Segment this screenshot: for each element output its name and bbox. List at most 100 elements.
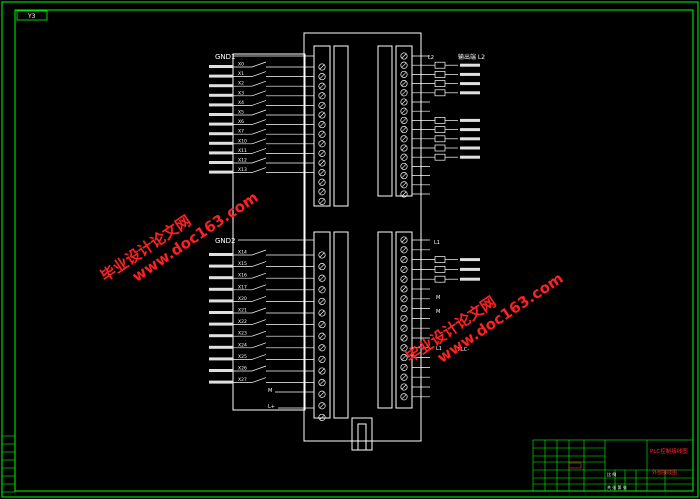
bottom-input-terminal-6 bbox=[318, 321, 326, 329]
top-input-spare-terminal-1 bbox=[318, 188, 326, 196]
top-input-spare-terminal-0 bbox=[318, 178, 326, 186]
top-input-spare-terminal-2-slash bbox=[319, 199, 325, 204]
bottom-right-label-top: L1 bbox=[434, 240, 440, 246]
bottom-output-terminal-0 bbox=[400, 236, 408, 244]
top-input-switch-6 bbox=[251, 119, 267, 125]
bottom-input-code-4: X20 bbox=[238, 296, 247, 302]
sheet-tag-box bbox=[16, 10, 48, 21]
bottom-input-switch-8 bbox=[251, 342, 267, 349]
bottom-input-terminal-9 bbox=[318, 355, 326, 363]
top-input-terminal-2 bbox=[318, 82, 326, 90]
bottom-input-terminal-3 bbox=[318, 286, 326, 294]
bottom-input-device-label-1 bbox=[209, 264, 233, 268]
bottom-input-spare-terminal-0 bbox=[318, 390, 326, 398]
bottom-output-terminal-13-slash bbox=[401, 365, 407, 370]
top-output-terminal-9-slash bbox=[401, 136, 407, 142]
bottom-output-terminal-2-slash bbox=[401, 257, 407, 262]
bottom-output-load-label-3 bbox=[460, 267, 480, 271]
top-input-terminal-8-slash bbox=[319, 141, 325, 147]
top-output-terminal-11-slash bbox=[401, 154, 407, 160]
bottom-input-terminal-0 bbox=[318, 251, 326, 259]
top-output-terminal-6-slash bbox=[401, 108, 407, 114]
bottom-output-terminal-16 bbox=[400, 393, 408, 401]
bottom-output-terminal-5 bbox=[400, 285, 408, 293]
title-block bbox=[532, 439, 694, 492]
top-output-terminal-8 bbox=[400, 126, 408, 134]
top-output-bus-bar bbox=[377, 45, 393, 197]
bottom-input-terminal-9-slash bbox=[319, 357, 325, 362]
title-block-scale: 比 例 bbox=[607, 471, 616, 477]
bottom-input-terminal-5-slash bbox=[319, 310, 325, 316]
bottom-input-code-8: X24 bbox=[238, 342, 247, 348]
top-output-coil-10 bbox=[434, 144, 446, 152]
top-output-terminal-5 bbox=[400, 98, 408, 106]
top-input-switch-2 bbox=[251, 80, 267, 87]
top-input-terminal-0-slash bbox=[319, 64, 325, 70]
bottom-output-terminal-14 bbox=[400, 373, 408, 381]
top-input-switch-0 bbox=[251, 61, 267, 68]
bottom-output-terminal-6 bbox=[400, 295, 408, 303]
top-output-terminal-1-slash bbox=[401, 62, 407, 68]
bottom-output-terminal-11 bbox=[400, 344, 408, 352]
top-output-terminal-3-slash bbox=[401, 81, 407, 86]
bottom-input-terminal-6-slash bbox=[319, 322, 325, 327]
top-output-coil-4 bbox=[434, 89, 446, 97]
bottom-output-terminal-4 bbox=[400, 275, 408, 283]
top-output-terminal-9 bbox=[400, 135, 408, 143]
top-output-terminal-14-slash bbox=[401, 182, 407, 188]
bottom-output-terminal-14-slash bbox=[401, 374, 407, 380]
top-input-device-label-6 bbox=[209, 122, 233, 126]
top-output-terminal-13 bbox=[400, 172, 408, 180]
bottom-output-terminal-1-slash bbox=[401, 247, 407, 253]
bottom-input-code-7: X23 bbox=[238, 331, 247, 337]
module-bottom-connector-inner bbox=[357, 423, 367, 451]
top-input-device-label-11 bbox=[209, 170, 233, 174]
bottom-output-coil-2 bbox=[434, 256, 446, 263]
bottom-input-device-label-4 bbox=[209, 299, 233, 303]
bottom-output-bus-bar bbox=[377, 231, 393, 409]
top-output-terminal-8-slash bbox=[401, 127, 407, 132]
top-output-load-label-3 bbox=[460, 82, 480, 86]
bottom-input-code-11: X27 bbox=[238, 377, 247, 383]
bottom-input-terminal-4-slash bbox=[319, 299, 325, 304]
top-input-code-8: X10 bbox=[238, 138, 247, 144]
top-output-load-label-11 bbox=[460, 155, 480, 159]
bottom-input-device-label-10 bbox=[209, 369, 233, 372]
top-input-spare-terminal-0-slash bbox=[319, 179, 325, 185]
top-output-load-label-9 bbox=[460, 137, 480, 141]
top-input-code-7: X7 bbox=[238, 129, 244, 135]
top-input-terminal-3-slash bbox=[319, 93, 325, 99]
top-output-coil-3 bbox=[434, 80, 446, 87]
bottom-output-coil-4 bbox=[434, 275, 446, 283]
bottom-output-load-label-4 bbox=[460, 277, 480, 281]
top-output-coil-9 bbox=[434, 135, 446, 143]
bottom-input-code-10: X26 bbox=[238, 366, 247, 372]
bottom-input-switch-4 bbox=[251, 296, 267, 302]
top-input-terminal-4-slash bbox=[319, 103, 325, 108]
bottom-input-terminal-8 bbox=[318, 344, 326, 352]
top-input-device-label-3 bbox=[209, 93, 233, 97]
top-input-spare-terminal-2 bbox=[318, 197, 326, 205]
bottom-input-terminal-4 bbox=[318, 297, 326, 305]
bottom-output-terminal-9 bbox=[400, 324, 408, 332]
gnd1-label: GND1 bbox=[215, 53, 236, 61]
top-output-terminal-2 bbox=[400, 70, 408, 78]
bottom-input-terminal-7-slash bbox=[319, 333, 325, 339]
bottom-output-terminal-2 bbox=[400, 256, 408, 264]
bottom-input-switch-7 bbox=[251, 330, 267, 337]
top-input-terminal-8 bbox=[318, 140, 326, 148]
top-output-terminal-5-slash bbox=[401, 99, 407, 105]
bottom-output-terminal-7-slash bbox=[401, 306, 407, 311]
top-input-device-label-2 bbox=[209, 84, 233, 88]
top-input-code-6: X6 bbox=[238, 119, 244, 125]
top-output-load-label-2 bbox=[460, 72, 480, 76]
title-block-sheets: 共 张 第 张 bbox=[607, 484, 627, 490]
bottom-output-terminal-4-slash bbox=[401, 276, 407, 282]
top-right-terminal-label: L2 bbox=[428, 55, 434, 61]
title-block-red-cell bbox=[568, 462, 582, 469]
top-output-coil-11 bbox=[434, 153, 446, 161]
left-margin-strip bbox=[1, 435, 16, 493]
top-input-device-label-4 bbox=[209, 103, 233, 107]
bottom-m-label: M bbox=[268, 388, 272, 394]
